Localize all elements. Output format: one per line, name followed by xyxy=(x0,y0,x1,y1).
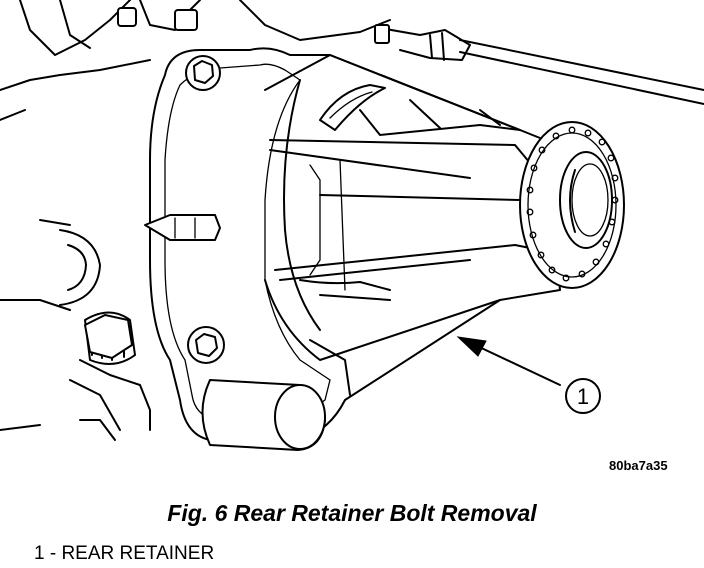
rear-retainer-illustration: 1 xyxy=(0,0,704,451)
legend-item: 1 - REAR RETAINER xyxy=(34,543,215,564)
shift-cable xyxy=(374,24,704,105)
figure-caption: Fig. 6 Rear Retainer Bolt Removal xyxy=(167,500,537,526)
output-seal-end xyxy=(519,121,625,289)
retainer-bolts xyxy=(84,55,225,364)
vent-clip xyxy=(144,214,221,241)
transfer-case-housing xyxy=(0,0,391,121)
callout-number: 1 xyxy=(577,384,589,409)
lower-boss xyxy=(201,379,326,451)
callout-1: 1 xyxy=(456,336,601,414)
bolt-ring-holes xyxy=(526,126,619,282)
figure-reference-code: 80ba7a35 xyxy=(609,458,668,473)
rear-retainer-body xyxy=(149,47,561,441)
